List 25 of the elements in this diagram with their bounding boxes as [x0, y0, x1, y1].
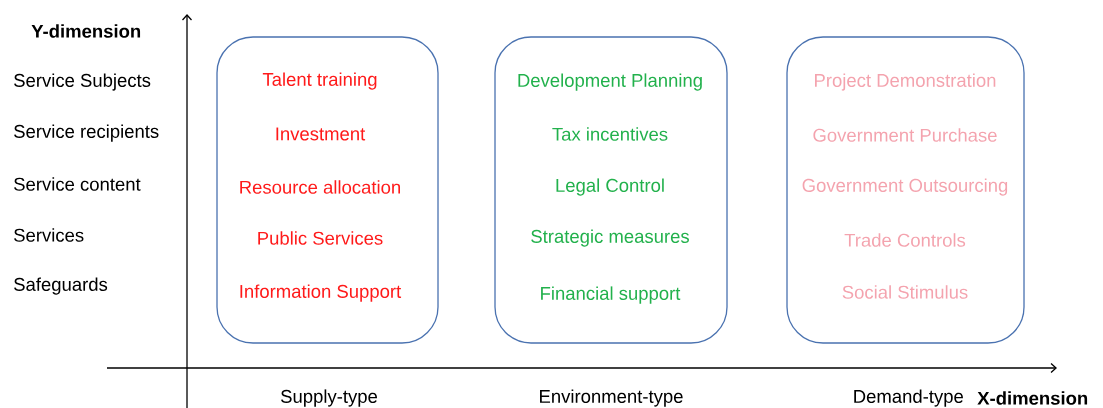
item-text: Project Demonstration — [815, 73, 996, 91]
item-text: Social Stimulus — [842, 285, 968, 299]
item-text: Tax incentives — [552, 127, 668, 141]
row-label: Service Subjects — [14, 73, 151, 91]
item-text: Information Support — [240, 284, 402, 302]
row-label: Services — [14, 228, 84, 242]
item-text: Financial support — [541, 286, 681, 304]
item-text: Legal Control — [556, 178, 664, 196]
item-text: Resource allocation — [240, 180, 400, 194]
row-label: Safeguards — [14, 277, 108, 295]
item-text: Government Purchase — [813, 128, 997, 142]
item-text: Development Planning — [518, 73, 702, 91]
item-text: Strategic measures — [531, 229, 689, 247]
column-label: Supply-type — [281, 389, 377, 407]
row-label: Service content — [14, 177, 141, 191]
axis-title: X-dimension — [977, 391, 1088, 405]
row-label: Service recipients — [14, 124, 159, 142]
item-text: Investment — [276, 127, 366, 141]
item-text: Public Services — [258, 231, 383, 245]
axis-title: Y-dimension — [31, 24, 141, 38]
item-text: Talent training — [262, 72, 377, 90]
column-label: Demand-type — [854, 389, 963, 407]
column-label: Environment-type — [540, 389, 683, 407]
item-text: Trade Controls — [844, 233, 966, 247]
item-text: Government Outsourcing — [802, 178, 1008, 196]
